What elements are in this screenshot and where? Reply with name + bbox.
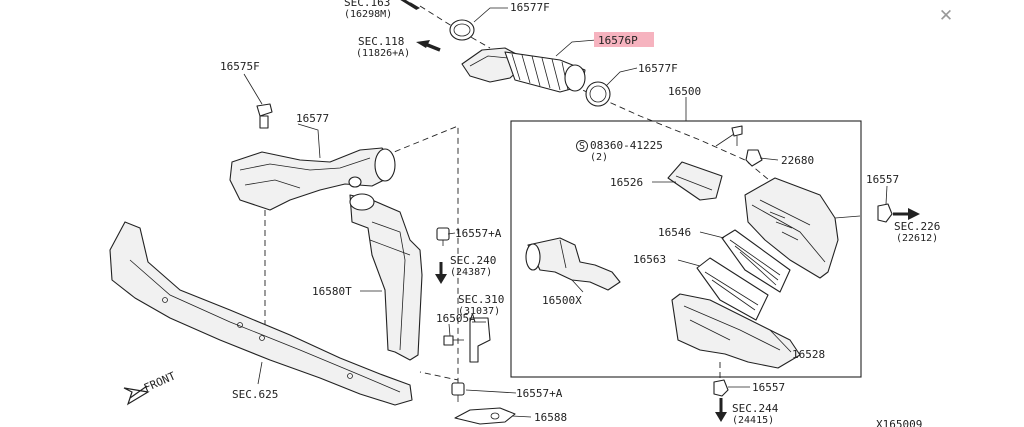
part-label-16500[interactable]: 16500 (668, 85, 701, 98)
part-label-16500X[interactable]: 16500X (542, 294, 582, 307)
labels[interactable]: SEC.163 (16298M) 16577F SEC.118 (11826+A… (142, 0, 940, 427)
part-label-16526[interactable]: 16526 (610, 176, 643, 189)
part-label-16557A-top[interactable]: 16557+A (455, 227, 502, 240)
clip-16557A-top (436, 227, 450, 246)
arrow-sec240 (435, 262, 447, 284)
grommet-16557-bottom (713, 379, 729, 397)
filter-16563 (696, 257, 769, 321)
part-label-08360[interactable]: 08360-41225 (590, 139, 663, 152)
bolt-symbol-label: S (579, 141, 585, 152)
part-label-16557A-bottom[interactable]: 16557+A (516, 387, 563, 400)
sensor-22680 (745, 149, 763, 167)
part-label-16575F[interactable]: 16575F (220, 60, 260, 73)
sec310-label[interactable]: SEC.310 (458, 293, 504, 306)
bolt-16575F (256, 103, 273, 129)
bracket-16588 (454, 407, 516, 425)
sec240-ref-label: (24387) (450, 267, 492, 278)
clamp-16577F-top (449, 19, 475, 41)
arrow-sec226 (893, 208, 920, 220)
part-label-16557-right[interactable]: 16557 (866, 173, 899, 186)
part-highlight (594, 32, 654, 47)
intake-duct-16577 (229, 147, 396, 211)
part-label-16557-bottom[interactable]: 16557 (752, 381, 785, 394)
part-label-16577[interactable]: 16577 (296, 112, 329, 125)
sec163-ref-label: (16298M) (344, 9, 392, 20)
sec163-label[interactable]: SEC.163 (344, 0, 390, 9)
sec118-ref-label: (11826+A) (356, 48, 410, 59)
clamp-16577F-right (585, 81, 611, 107)
filter-16546 (721, 229, 791, 293)
clip-16557A-bottom (451, 382, 465, 402)
bolt-small-16505A (443, 335, 464, 346)
arrow-sec118 (416, 40, 441, 52)
part-label-16588[interactable]: 16588 (534, 411, 567, 424)
arrow-sec163 (400, 0, 420, 10)
close-icon[interactable]: ✕ (938, 6, 954, 26)
bolt-symbol-icon (576, 140, 588, 152)
part-label-22680[interactable]: 22680 (781, 154, 814, 167)
grommet-16557-right (877, 203, 893, 223)
part-label-16528[interactable]: 16528 (792, 348, 825, 361)
bolt-08360 (731, 125, 743, 146)
front-arrow-icon (123, 385, 150, 406)
part-label-08360-qty: (2) (590, 152, 608, 163)
sec625-label[interactable]: SEC.625 (232, 388, 278, 401)
sec244-ref-label: (24415) (732, 415, 774, 426)
inlet-duct-16500X (525, 237, 621, 291)
core-support-sec625 (109, 221, 413, 406)
bracket-16505A (469, 317, 491, 363)
air-duct-16576P (461, 47, 586, 93)
part-label-16576P[interactable]: 16576P (598, 34, 638, 47)
part-label-16577F-right[interactable]: 16577F (638, 62, 678, 75)
diagram-id-label: X165009 (876, 418, 922, 427)
part-label-16577F-top[interactable]: 16577F (510, 1, 550, 14)
lower-case-16528 (671, 293, 801, 369)
part-label-16505A[interactable]: 16505A (436, 312, 476, 325)
arrow-sec244 (715, 398, 727, 422)
front-label: FRONT (142, 369, 178, 394)
element-16526 (667, 161, 723, 201)
sec118-label[interactable]: SEC.118 (358, 35, 404, 48)
sec226-ref-label: (22612) (896, 233, 938, 244)
resonator-16580T (349, 193, 423, 361)
sec310-ref-label: (31037) (458, 306, 500, 317)
sec244-label[interactable]: SEC.244 (732, 402, 779, 415)
sec240-label[interactable]: SEC.240 (450, 254, 496, 267)
leader-lines (243, 7, 888, 418)
upper-case (744, 177, 861, 279)
part-label-16580T[interactable]: 16580T (312, 285, 352, 298)
part-label-16546[interactable]: 16546 (658, 226, 691, 239)
sec226-label[interactable]: SEC.226 (894, 220, 940, 233)
part-label-16563[interactable]: 16563 (633, 253, 666, 266)
